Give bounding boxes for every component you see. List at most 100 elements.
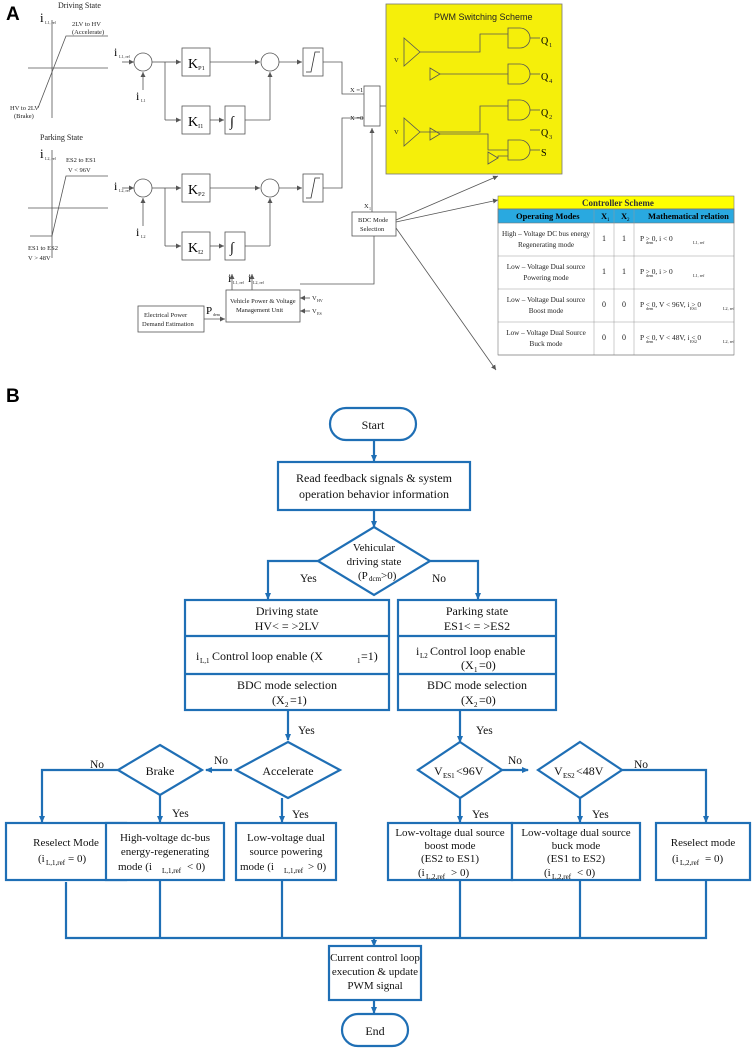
loop2-ki-sub: I2 (198, 249, 203, 256)
vehicle-power-voltage-unit: Vehicle Power & Voltage Management Unit … (225, 271, 323, 323)
flow-decision-l2: driving state (347, 556, 402, 568)
controller-x1-value: 0 (602, 333, 606, 342)
vpvm-vhv: V (312, 295, 317, 302)
vpvm-ves: V (312, 308, 317, 315)
controller-relation-sub: dem (646, 273, 654, 278)
pwm-output-1: Q (541, 36, 549, 47)
flow-ves2-sub: ES2 (563, 772, 575, 780)
flow-reselect2-sub: L,2,ref (680, 859, 700, 867)
flow-driving-loop-a: i (196, 649, 200, 663)
svg-text:∫: ∫ (229, 115, 235, 130)
flow-decision-l3-sub: dcm (369, 575, 382, 583)
driving-state-title: Driving State (58, 1, 101, 10)
controller-relation: P > 0, i > 0 (640, 267, 673, 276)
flow-lv-buck-l3: (ES1 to ES2) (547, 853, 605, 865)
control-loop-1: i L1, ref i L1 K P1 K I1 ∫ (114, 45, 364, 135)
vpvm-label-1: Vehicle Power & Voltage (230, 298, 296, 305)
pwm-output-3-sub: 2 (549, 114, 552, 121)
flow-driving-title2: HV< = >2LV (255, 619, 320, 633)
flow-decision-accelerate (233, 740, 343, 800)
loop1-ki-block (181, 105, 211, 135)
driving-iref-sub: L1, ref (45, 20, 57, 26)
loop1-fb-label: i (136, 89, 140, 103)
flow-parking-loop-sub: 1 (474, 666, 478, 674)
flow-yes-1: Yes (300, 573, 317, 585)
flow-reselect2-b: = 0) (705, 853, 723, 865)
controller-relation-sub: ES1 (690, 306, 697, 311)
flow-driving-loop-b-sub: 1 (357, 657, 361, 665)
flow-driving-bdc-l2b: =1) (290, 693, 307, 707)
flow-yes-3: Yes (476, 725, 493, 737)
flow-no-1: No (432, 573, 446, 585)
controller-mode-line1: Low – Voltage Dual Source (506, 329, 586, 337)
parking-iref-sub: L2, ref (45, 156, 57, 162)
parking-lower-2: V > 48V (28, 255, 51, 262)
pwm-output-5: S (541, 148, 547, 159)
control-loop-2: i L2, ref i L2 K P2 K I2 ∫ (114, 117, 364, 261)
vpvm-out2-sub: L2, ref (253, 280, 265, 286)
flow-hv-regen-a: mode (i (118, 861, 152, 873)
controller-relation-sub: dem (646, 240, 654, 245)
driving-upper-2: (Accelerate) (72, 29, 104, 36)
flow-lv-boost-mode (386, 821, 514, 882)
parking-state-title: Parking State (40, 133, 83, 142)
flow-ves1-b: <96V (456, 764, 484, 778)
flow-decision-l3: (P (358, 570, 368, 582)
controller-relation: P > 0, i < 0 (640, 234, 673, 243)
pwm-panel (385, 3, 563, 175)
flow-reselect1-sub: L,1,ref (46, 859, 66, 867)
flow-reselect-mode-2 (654, 821, 752, 882)
svg-text:∫: ∫ (229, 241, 235, 256)
controller-mode-line1: High – Voltage DC bus energy (502, 230, 590, 238)
flow-parking-loop-l2b: =0) (479, 658, 496, 672)
flow-parking-bdc-sub: 2 (474, 701, 478, 709)
controller-table-frame (497, 208, 735, 356)
flow-hv-regen-sub: L,1,ref (162, 867, 182, 875)
bdc-label-1: BDC Mode (358, 217, 388, 224)
flow-decision-driving-state (315, 525, 433, 597)
controller-scheme-table: Controller Scheme Operating Modes X 1 X … (497, 195, 735, 356)
flow-accelerate-label: Accelerate (262, 764, 313, 778)
driving-upper-1: 2LV to HV (72, 21, 101, 28)
flow-lv-boost-a: (i (418, 867, 425, 879)
flow-decision-l3-end: >0) (381, 570, 397, 582)
flow-driving-title1: Driving state (256, 604, 318, 618)
controller-header-x1-sub: 1 (607, 218, 610, 223)
loop2-fb-sub: L2 (141, 234, 145, 239)
controller-relation-sub: dem (646, 306, 654, 311)
flow-update-l1: Current control loop (330, 952, 420, 964)
flow-lv-power-b: > 0) (308, 861, 326, 873)
flow-lv-boost-l2: boost mode (424, 840, 475, 852)
power-demand-estimation: Electrical Power Demand Estimation P dem (137, 305, 225, 333)
flow-read-line2: operation behavior information (299, 487, 449, 501)
loop2-integrator (224, 231, 246, 261)
controller-relation-sub: L2, ref (723, 339, 735, 345)
parking-iref-label: i (40, 146, 44, 161)
loop2-sum-junction (133, 178, 153, 198)
pwm-output-1-sub: 1 (549, 42, 552, 49)
controller-title: Controller Scheme (582, 198, 654, 208)
controller-header-mode: Operating Modes (516, 211, 580, 221)
parking-lower-1: ES1 to ES2 (28, 245, 58, 252)
vpvm-out1: i (228, 271, 232, 285)
epde-block (137, 305, 205, 333)
controller-relation: P < 0, V < 48V, i < 0 (640, 333, 701, 342)
flow-ves1-sub: ES1 (443, 772, 455, 780)
flow-connectors (39, 440, 709, 1014)
flow-lv-boost-sub: L,2,ref (426, 873, 446, 881)
driving-state-characteristic: Driving State i L1, ref 2LV to HV (Accel… (10, 1, 108, 120)
flow-decision-ves1 (416, 740, 504, 800)
flow-lv-buck-l2: buck mode (552, 840, 601, 852)
controller-x2-value: 0 (622, 333, 626, 342)
flow-hv-regen-b: < 0) (187, 861, 205, 873)
flow-start-label: Start (362, 418, 385, 432)
flow-parking-box (396, 598, 558, 712)
flow-driving-bdc-l2a: (X (272, 693, 285, 707)
controller-relation-sub: ES2 (690, 339, 697, 344)
controller-mode-line2: Buck mode (530, 340, 563, 348)
controller-relation-sub: L2, ref (723, 306, 735, 312)
flow-start (328, 406, 418, 442)
flow-ves2-a: V (554, 764, 563, 778)
flow-ves1-a: V (434, 764, 443, 778)
